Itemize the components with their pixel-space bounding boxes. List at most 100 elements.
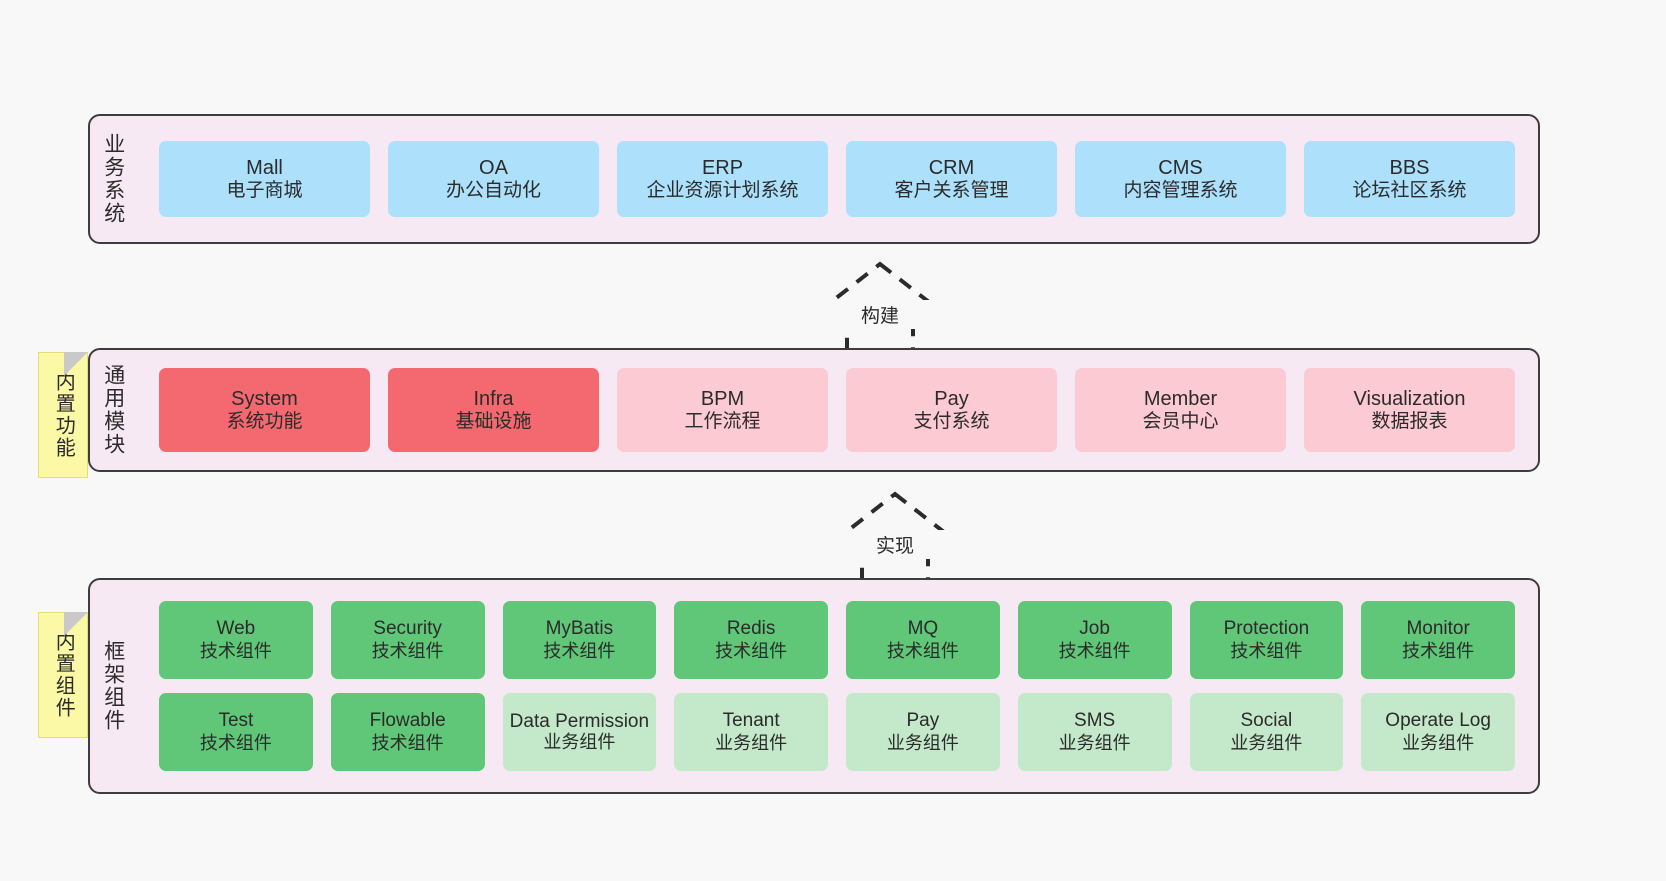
card-subtitle: 论坛社区系统	[1352, 179, 1467, 201]
card-title: Tenant	[722, 709, 780, 731]
layer-framework-component: 框架组件 Web 技术组件 Security 技术组件 MyBatis 技术组件…	[88, 578, 1540, 794]
card-subtitle: 技术组件	[1402, 640, 1475, 661]
module-card-pay[interactable]: Pay 支付系统	[846, 368, 1057, 452]
business-card-bbs[interactable]: BBS 论坛社区系统	[1304, 141, 1515, 217]
framework-card-mq[interactable]: MQ 技术组件	[846, 601, 1000, 679]
card-subtitle: 支付系统	[913, 410, 990, 432]
card-title: Member	[1143, 387, 1218, 410]
card-subtitle: 办公自动化	[445, 179, 541, 201]
card-subtitle: 内容管理系统	[1123, 179, 1238, 201]
framework-card-redis[interactable]: Redis 技术组件	[674, 601, 828, 679]
framework-card-sms[interactable]: SMS 业务组件	[1017, 693, 1172, 771]
card-title: ERP	[701, 156, 744, 179]
arrow-implement: 实现	[810, 488, 980, 588]
card-title: Visualization	[1353, 387, 1466, 410]
layer-framework-component-grid: Web 技术组件 Security 技术组件 MyBatis 技术组件 Redi…	[136, 580, 1538, 792]
framework-card-security[interactable]: Security 技术组件	[330, 601, 485, 679]
layer-common-module-cards: System 系统功能 Infra 基础设施 BPM 工作流程 Pay 支付系统…	[136, 350, 1538, 470]
card-title: Mall	[246, 156, 283, 179]
card-title: Job	[1079, 617, 1110, 639]
framework-card-social[interactable]: Social 业务组件	[1189, 693, 1344, 771]
framework-card-operate-log[interactable]: Operate Log 业务组件	[1361, 693, 1515, 771]
card-subtitle: 技术组件	[199, 732, 272, 753]
note-label: 内置功能	[52, 371, 75, 459]
card-subtitle: 基础设施	[455, 410, 532, 432]
card-title: Monitor	[1406, 617, 1470, 639]
framework-card-pay[interactable]: Pay 业务组件	[846, 693, 1000, 771]
framework-card-job[interactable]: Job 技术组件	[1017, 601, 1172, 679]
arrow-implement-label: 实现	[810, 530, 980, 559]
card-title: Redis	[726, 617, 776, 639]
card-title: Operate Log	[1385, 709, 1491, 731]
card-title: CMS	[1158, 156, 1203, 179]
arrow-build: 构建	[795, 258, 965, 358]
business-card-mall[interactable]: Mall 电子商城	[159, 141, 370, 217]
framework-card-test[interactable]: Test 技术组件	[159, 693, 313, 771]
card-subtitle: 工作流程	[684, 410, 761, 432]
card-title: Security	[373, 617, 442, 639]
card-subtitle: 业务组件	[543, 731, 616, 752]
framework-card-web[interactable]: Web 技术组件	[159, 601, 313, 679]
layer-business-system-caption: 业务系统	[101, 133, 125, 225]
card-title: MyBatis	[545, 617, 614, 639]
framework-card-data-permission[interactable]: Data Permission 业务组件	[502, 693, 657, 771]
business-card-cms[interactable]: CMS 内容管理系统	[1075, 141, 1286, 217]
card-subtitle: 企业资源计划系统	[646, 179, 799, 201]
card-title: Pay	[906, 709, 940, 731]
module-card-visualization[interactable]: Visualization 数据报表	[1304, 368, 1515, 452]
card-title: Protection	[1223, 617, 1310, 639]
layer-business-system-cards: Mall 电子商城 OA 办公自动化 ERP 企业资源计划系统 CRM 客户关系…	[136, 116, 1538, 242]
card-subtitle: 业务组件	[1058, 732, 1131, 753]
card-title: Web	[216, 617, 256, 639]
card-subtitle: 业务组件	[715, 732, 788, 753]
arrow-build-label: 构建	[795, 300, 965, 329]
layer-common-module: 通用模块 System 系统功能 Infra 基础设施 BPM 工作流程 Pay…	[88, 348, 1540, 472]
card-title: OA	[479, 156, 508, 179]
module-card-infra[interactable]: Infra 基础设施	[388, 368, 599, 452]
card-subtitle: 业务组件	[1402, 732, 1475, 753]
module-card-bpm[interactable]: BPM 工作流程	[617, 368, 828, 452]
card-title: BBS	[1389, 156, 1430, 179]
module-card-system[interactable]: System 系统功能	[159, 368, 370, 452]
card-subtitle: 业务组件	[886, 732, 959, 753]
card-subtitle: 技术组件	[1058, 640, 1131, 661]
card-subtitle: 业务组件	[1230, 732, 1303, 753]
note-builtin-features: 内置功能	[38, 352, 88, 478]
card-subtitle: 数据报表	[1371, 410, 1448, 432]
card-title: Data Permission	[509, 710, 650, 732]
card-title: Test	[218, 709, 254, 731]
card-subtitle: 技术组件	[715, 640, 788, 661]
card-subtitle: 技术组件	[886, 640, 959, 661]
card-title: CRM	[928, 156, 975, 179]
card-subtitle: 技术组件	[371, 640, 444, 661]
card-title: MQ	[907, 617, 939, 639]
layer-common-module-caption: 通用模块	[101, 364, 125, 456]
business-card-crm[interactable]: CRM 客户关系管理	[846, 141, 1057, 217]
business-card-erp[interactable]: ERP 企业资源计划系统	[617, 141, 828, 217]
card-subtitle: 会员中心	[1142, 410, 1219, 432]
module-card-member[interactable]: Member 会员中心	[1075, 368, 1286, 452]
framework-card-monitor[interactable]: Monitor 技术组件	[1361, 601, 1515, 679]
card-subtitle: 技术组件	[543, 640, 616, 661]
card-subtitle: 系统功能	[226, 410, 303, 432]
card-title: Flowable	[369, 709, 446, 731]
framework-card-mybatis[interactable]: MyBatis 技术组件	[502, 601, 657, 679]
framework-card-protection[interactable]: Protection 技术组件	[1189, 601, 1344, 679]
card-title: Pay	[934, 387, 969, 410]
card-subtitle: 电子商城	[226, 179, 303, 201]
framework-card-tenant[interactable]: Tenant 业务组件	[674, 693, 828, 771]
card-subtitle: 客户关系管理	[894, 179, 1009, 201]
note-label: 内置组件	[52, 631, 75, 719]
card-title: Social	[1240, 709, 1293, 731]
business-card-oa[interactable]: OA 办公自动化	[388, 141, 599, 217]
layer-framework-component-caption: 框架组件	[101, 640, 125, 732]
layer-business-system: 业务系统 Mall 电子商城 OA 办公自动化 ERP 企业资源计划系统 CRM…	[88, 114, 1540, 244]
card-title: Infra	[473, 387, 514, 410]
framework-row-business: Test 技术组件 Flowable 技术组件 Data Permission …	[150, 693, 1524, 771]
card-subtitle: 技术组件	[199, 640, 272, 661]
card-title: SMS	[1074, 709, 1116, 731]
card-subtitle: 技术组件	[371, 732, 444, 753]
card-subtitle: 技术组件	[1230, 640, 1303, 661]
framework-card-flowable[interactable]: Flowable 技术组件	[330, 693, 485, 771]
